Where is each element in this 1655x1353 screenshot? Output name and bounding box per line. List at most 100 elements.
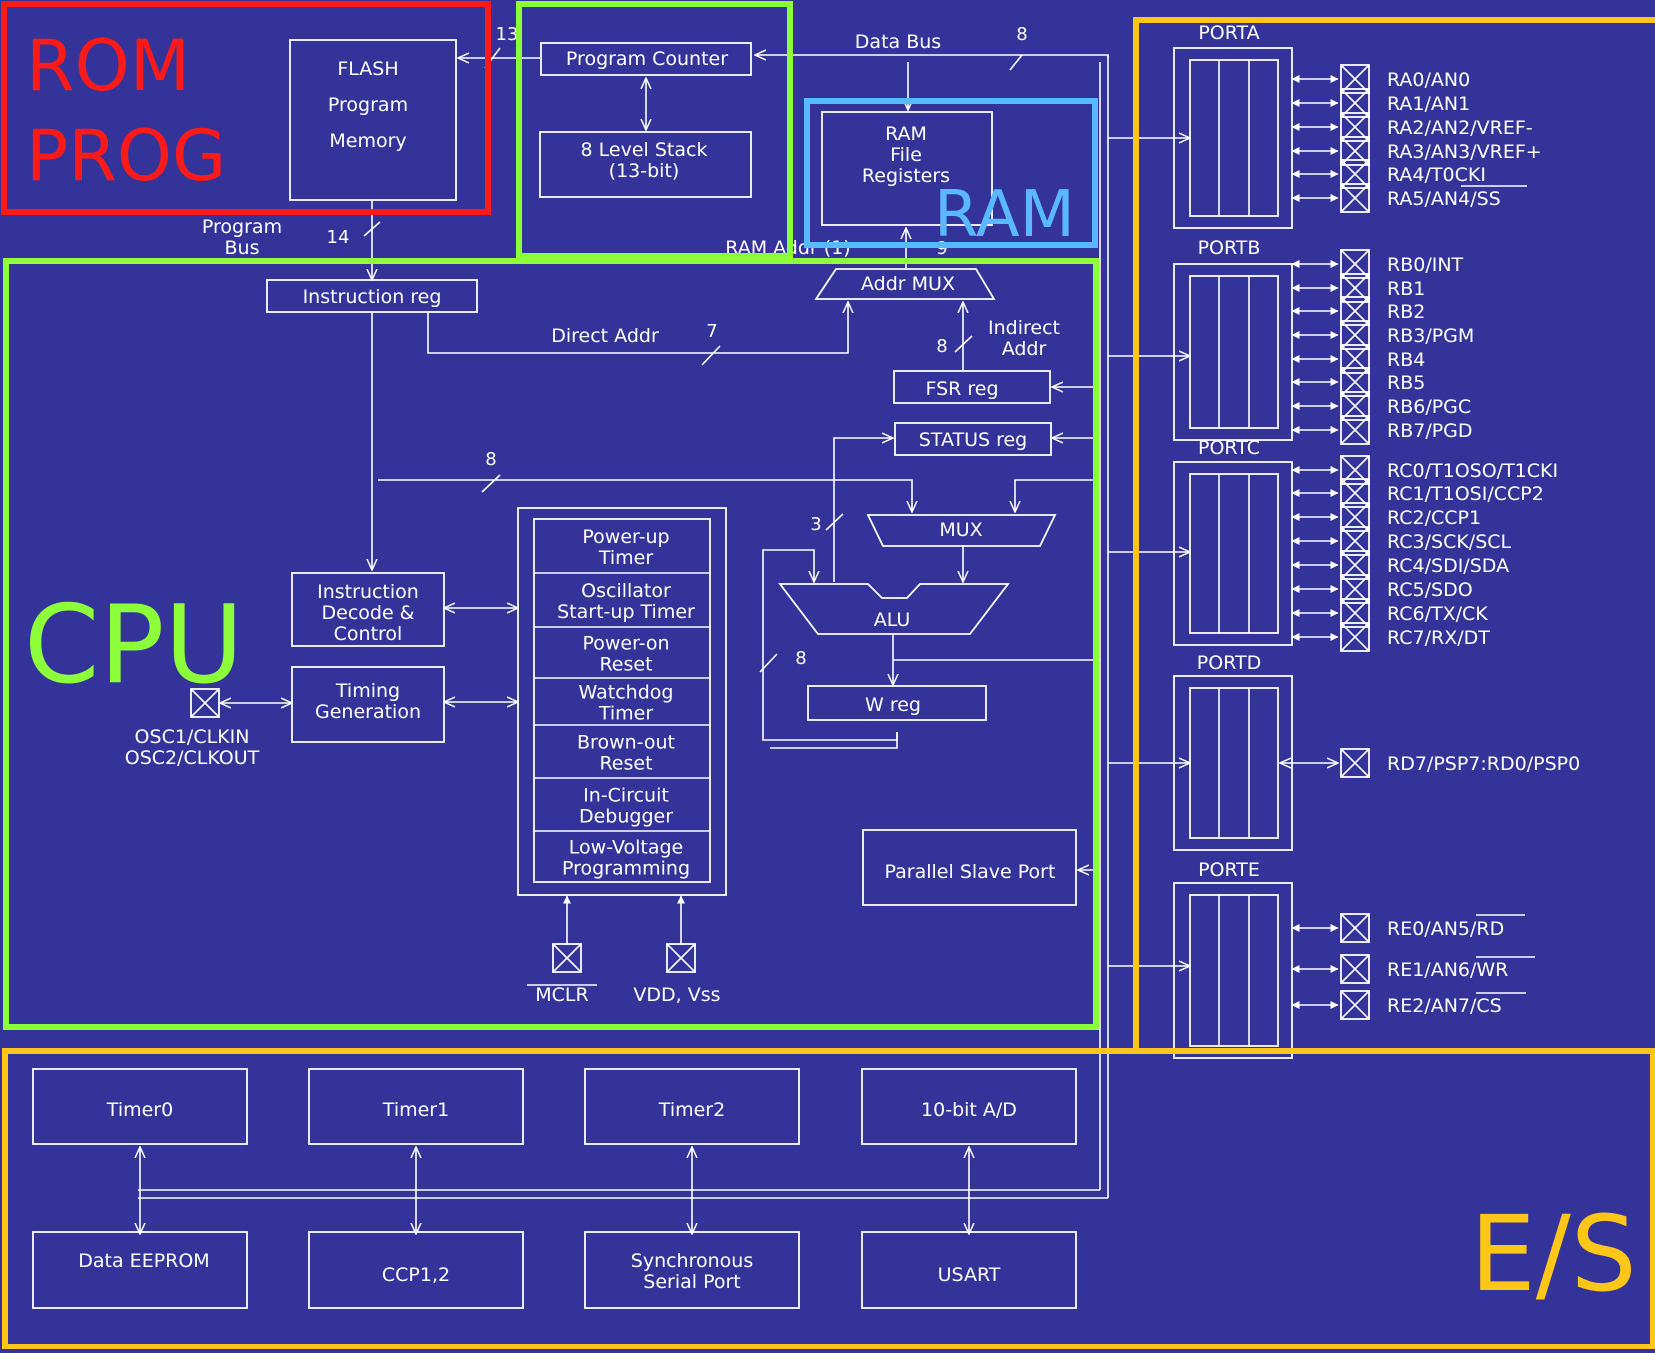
- pin-label: RB2: [1387, 301, 1425, 323]
- pin-label: RA2/AN2/VREF-: [1387, 117, 1533, 139]
- parallel-slave-port-label: Parallel Slave Port: [885, 861, 1056, 883]
- bus-width-w: 8: [795, 648, 806, 669]
- mclr-pin-icon: [552, 943, 582, 973]
- pin-label: RB6/PGC: [1387, 396, 1471, 418]
- direct-addr-label: Direct Addr: [551, 325, 659, 347]
- vdd-vss-label: VDD, Vss: [633, 984, 720, 1006]
- pin-label: RD7/PSP7:RD0/PSP0: [1387, 753, 1580, 775]
- pin-label: RA3/AN3/VREF+: [1387, 141, 1542, 163]
- port-portd: [1173, 675, 1293, 851]
- port-name: PORTA: [1198, 22, 1259, 44]
- bus-width-ram-addr: 9: [936, 238, 947, 259]
- alu-label: ALU: [874, 609, 911, 631]
- osc-pin-icon: [190, 688, 220, 718]
- pin-icon: [1340, 954, 1370, 984]
- w-reg-label: W reg: [865, 694, 921, 716]
- peripheral-label: Timer0: [106, 1099, 173, 1121]
- pin-label: RA4/T0CKI: [1387, 164, 1486, 186]
- pin-label: RC4/SDI/SDA: [1387, 555, 1509, 577]
- peripheral-label: CCP1,2: [382, 1264, 450, 1286]
- peripheral-label: Timer2: [658, 1099, 725, 1121]
- fsr-reg-label: FSR reg: [925, 378, 998, 400]
- pin-label: RB0/INT: [1387, 254, 1464, 276]
- pin-icon: [1340, 748, 1370, 778]
- peripheral-bottom: [861, 1231, 1077, 1309]
- io-region-outline-top: [1133, 17, 1655, 1049]
- pin-label: RE0/AN5/RD: [1387, 918, 1504, 940]
- pin-label: RE1/AN6/WR: [1387, 959, 1508, 981]
- peripheral-bottom: [308, 1231, 524, 1309]
- bus-width-indirect: 8: [936, 336, 947, 357]
- pin-label: RC0/T1OSO/T1CKI: [1387, 460, 1558, 482]
- mux-label: MUX: [939, 519, 982, 541]
- port-name: PORTC: [1198, 437, 1260, 459]
- pin-label: RB3/PGM: [1387, 325, 1474, 347]
- cpu-region-outline: [3, 258, 1099, 1030]
- pin-label: RA1/AN1: [1387, 93, 1470, 115]
- bus-width-status: 3: [810, 514, 821, 535]
- port-name: PORTD: [1197, 652, 1261, 674]
- pin-label: RB7/PGD: [1387, 420, 1473, 442]
- bus-width-data: 8: [1016, 24, 1027, 45]
- peripheral-top: [308, 1068, 524, 1145]
- peripheral-top: [32, 1068, 248, 1145]
- pin-label: RC6/TX/CK: [1387, 603, 1488, 625]
- pin-label: RB1: [1387, 278, 1425, 300]
- peripheral-top: [584, 1068, 800, 1145]
- port-portc: [1173, 461, 1293, 646]
- cpu-top-region-outline: [516, 1, 793, 259]
- port-name: PORTB: [1198, 237, 1261, 259]
- stack-label: 8 Level Stack(13-bit): [581, 139, 708, 182]
- status-reg-label: STATUS reg: [919, 429, 1027, 451]
- program-counter-label: Program Counter: [566, 48, 728, 70]
- io-region-outline-bottom: [2, 1048, 1655, 1350]
- interconnect-lines: [138, 47, 1190, 1199]
- peripheral-top: [861, 1068, 1077, 1145]
- cpu-region-label: CPU: [24, 583, 244, 708]
- pin-icon: [1340, 415, 1370, 445]
- pin-label: RB5: [1387, 372, 1425, 394]
- bus-width-literal: 8: [485, 449, 496, 470]
- peripheral-label: USART: [938, 1264, 1001, 1286]
- bus-width-pc: 13: [496, 24, 519, 45]
- vdd-pin-icon: [666, 943, 696, 973]
- pin-label: RC7/RX/DT: [1387, 627, 1490, 649]
- addr-mux-label: Addr MUX: [861, 273, 955, 295]
- pin-label: RC1/T1OSI/CCP2: [1387, 483, 1544, 505]
- peripheral-label: Data EEPROM: [78, 1250, 209, 1272]
- ram-region-label: RAM: [934, 178, 1075, 252]
- pin-label: RA0/AN0: [1387, 69, 1470, 91]
- bus-width-program: 14: [327, 227, 350, 248]
- peripheral-bottom: [32, 1231, 248, 1309]
- pin-icon: [1340, 913, 1370, 943]
- io-region-label: E/S: [1470, 1193, 1637, 1315]
- instruction-reg-label: Instruction reg: [303, 286, 442, 308]
- pin-label: RA5/AN4/SS: [1387, 188, 1501, 210]
- port-porte: [1173, 882, 1293, 1059]
- block-frames: [266, 39, 1077, 906]
- peripheral-label: Timer1: [382, 1099, 449, 1121]
- pin-icon: [1340, 183, 1370, 213]
- ram-region-outline: [804, 98, 1098, 248]
- pin-label: RB4: [1387, 349, 1425, 371]
- pin-label: RC3/SCK/SCL: [1387, 531, 1512, 553]
